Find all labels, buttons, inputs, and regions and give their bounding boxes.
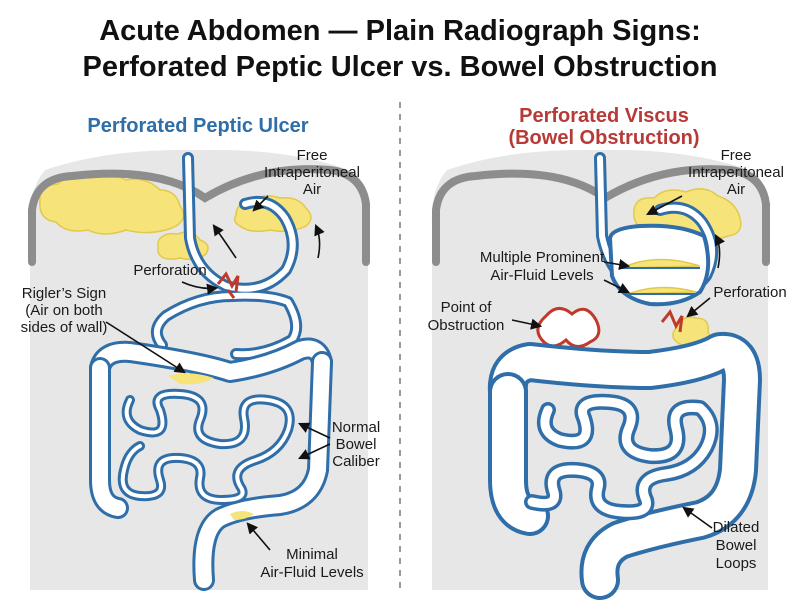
right-perforation-mark <box>660 309 684 333</box>
right-arrow-dilated <box>682 506 713 529</box>
right-label-obstruction: Point of Obstruction <box>428 299 505 334</box>
left-label-minimal-levels: Minimal Air-Fluid Levels <box>260 546 363 581</box>
left-label-minimal-levels-2: Air-Fluid Levels <box>260 564 363 581</box>
right-panel-heading-1: Perforated Viscus <box>519 105 689 127</box>
left-arrow-riglers <box>105 321 186 374</box>
right-label-air-fluid: Multiple Prominent Air-Fluid Levels <box>480 249 605 284</box>
left-stomach-lumen <box>153 155 300 358</box>
left-descending-colon-lumen <box>195 354 330 588</box>
right-obstruction-mark <box>536 307 601 348</box>
right-panel-heading-2: (Bowel Obstruction) <box>508 127 699 149</box>
right-label-perforation: Perforation <box>713 284 786 301</box>
left-arrow-minimal-levels <box>246 522 271 551</box>
left-label-free-air-2: Intraperitoneal <box>264 164 360 181</box>
right-label-dilated: Dilated Bowel Loops <box>713 519 760 572</box>
left-riglers-air <box>168 373 214 385</box>
right-arrow-free-air-a <box>646 195 683 216</box>
left-label-free-air: Free Intraperitoneal Air <box>264 147 360 198</box>
left-label-riglers-3: sides of wall) <box>21 319 108 336</box>
right-dilated-ascending-colon-lumen <box>492 376 546 532</box>
right-label-free-air: Free Intraperitoneal Air <box>688 147 784 198</box>
left-perforation-mark <box>216 271 240 299</box>
right-panel: Perforated Viscus (Bowel Obstruction) Fr… <box>428 105 787 600</box>
left-label-normal-caliber-2: Bowel <box>336 436 377 453</box>
left-label-perforation: Perforation <box>133 262 206 279</box>
left-minimal-air-fluid <box>230 511 254 520</box>
title-line-2: Perforated Peptic Ulcer vs. Bowel Obstru… <box>83 51 718 83</box>
right-arrow-obstruction <box>511 318 543 330</box>
right-label-dilated-3: Loops <box>716 555 757 572</box>
left-arrow-perforation <box>181 281 219 295</box>
left-label-free-air-1: Free <box>297 147 328 164</box>
left-transverse-colon-lumen <box>92 340 330 380</box>
left-panel: Perforated Peptic Ulcer Free Intraperito… <box>21 115 380 591</box>
left-label-free-air-3: Air <box>303 181 321 198</box>
left-panel-heading: Perforated Peptic Ulcer <box>87 115 308 137</box>
left-arrow-normal-caliber-b <box>297 443 331 460</box>
left-label-normal-caliber-1: Normal <box>332 419 380 436</box>
right-label-free-air-3: Air <box>727 181 745 198</box>
left-arrow-free-air-b <box>314 223 325 259</box>
title-line-1: Acute Abdomen — Plain Radiograph Signs: <box>99 15 701 47</box>
right-arrow-air-fluid-b <box>603 279 631 294</box>
left-label-normal-caliber: Normal Bowel Caliber <box>332 419 380 470</box>
right-label-dilated-1: Dilated <box>713 519 760 536</box>
left-arrow-normal-caliber-a <box>297 422 331 439</box>
right-label-air-fluid-1: Multiple Prominent <box>480 249 605 266</box>
right-arrow-perforation <box>686 297 711 318</box>
right-label-air-fluid-2: Air-Fluid Levels <box>490 267 593 284</box>
right-label-dilated-2: Bowel <box>716 537 757 554</box>
left-ascending-colon-lumen <box>92 360 126 516</box>
left-arrow-free-air-c <box>212 224 237 259</box>
left-label-riglers-1: Rigler’s Sign <box>22 285 107 302</box>
left-label-minimal-levels-1: Minimal <box>286 546 338 563</box>
left-label-normal-caliber-3: Caliber <box>332 453 380 470</box>
right-label-obstruction-1: Point of <box>441 299 493 316</box>
right-arrow-free-air-b <box>714 233 726 269</box>
right-label-free-air-1: Free <box>721 147 752 164</box>
left-diaphragm <box>28 165 370 266</box>
left-label-riglers-2: (Air on both <box>25 302 103 319</box>
left-arrow-free-air-a <box>252 195 269 212</box>
right-dilated-colon-lumen <box>491 335 758 596</box>
right-air-fluid-level-2 <box>627 286 697 295</box>
left-small-bowel-lumen <box>120 391 292 502</box>
left-label-riglers: Rigler’s Sign (Air on both sides of wall… <box>21 285 108 336</box>
right-dilated-small-bowel-lumen <box>527 397 716 517</box>
right-label-obstruction-2: Obstruction <box>428 317 505 334</box>
right-label-free-air-2: Intraperitoneal <box>688 164 784 181</box>
right-arrow-air-fluid-a <box>603 259 631 271</box>
